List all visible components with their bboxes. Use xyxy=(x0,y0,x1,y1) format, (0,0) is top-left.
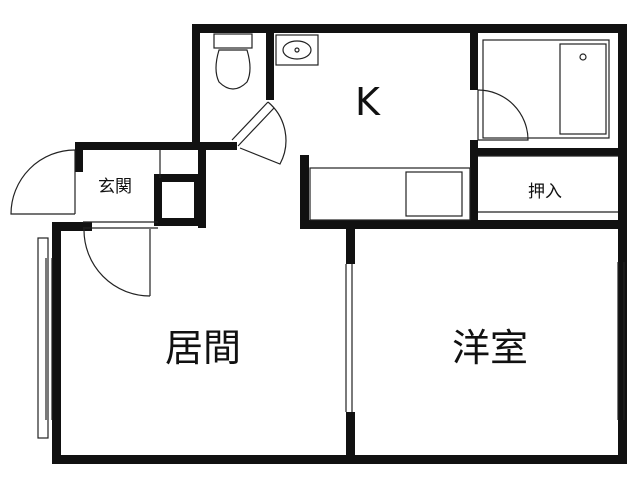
toilet-door-arc xyxy=(239,101,287,165)
wall-entrance-top xyxy=(75,142,237,150)
wall-bath-bottom xyxy=(470,148,627,156)
window-frame xyxy=(37,237,49,439)
wall-closet-bottom xyxy=(470,220,627,229)
toilet-door-leaf-2 xyxy=(237,107,275,147)
kitchen-counter xyxy=(309,167,471,221)
wash-basin xyxy=(275,34,319,66)
front-door-arc xyxy=(10,149,76,215)
toilet-door-leaf-1 xyxy=(231,101,269,141)
wall-entrance-bottom xyxy=(52,222,92,231)
wall-bottom xyxy=(52,455,627,464)
wall-kitchen-left xyxy=(300,155,309,229)
storage-box xyxy=(154,174,202,226)
bathtub-inner xyxy=(559,43,607,135)
room-label-living: 居間 xyxy=(165,326,242,370)
wall-top xyxy=(192,24,627,33)
wash-basin-drain xyxy=(294,47,300,53)
room-label-western: 洋室 xyxy=(452,326,529,370)
room-label-entrance: 玄関 xyxy=(98,177,132,197)
wall-toilet-right xyxy=(266,24,274,100)
room-label-closet: 押入 xyxy=(528,182,562,202)
thin-lines xyxy=(37,33,625,439)
wall-bath-left-lower xyxy=(470,140,478,228)
wash-basin-bowl xyxy=(282,40,312,60)
bath-door-arc xyxy=(477,89,529,141)
kitchen-stove xyxy=(405,171,463,217)
wall-toilet-left xyxy=(192,24,200,150)
wall-middle xyxy=(346,222,355,264)
doors xyxy=(10,89,529,297)
toilet-bowl xyxy=(215,49,251,90)
wall-right xyxy=(618,24,627,464)
wall-kitchen-bottom xyxy=(300,220,480,229)
wall-entrance-left xyxy=(75,142,83,172)
living-door-arc xyxy=(83,228,151,297)
toilet-tank xyxy=(213,33,253,49)
bathtub-drain xyxy=(579,53,587,61)
wall-middle-lower xyxy=(346,412,355,464)
walls xyxy=(52,24,627,464)
wall-left xyxy=(52,222,61,464)
room-label-kitchen: K xyxy=(355,80,380,124)
bathtub-outer xyxy=(482,39,610,139)
wall-bath-left xyxy=(470,24,478,90)
